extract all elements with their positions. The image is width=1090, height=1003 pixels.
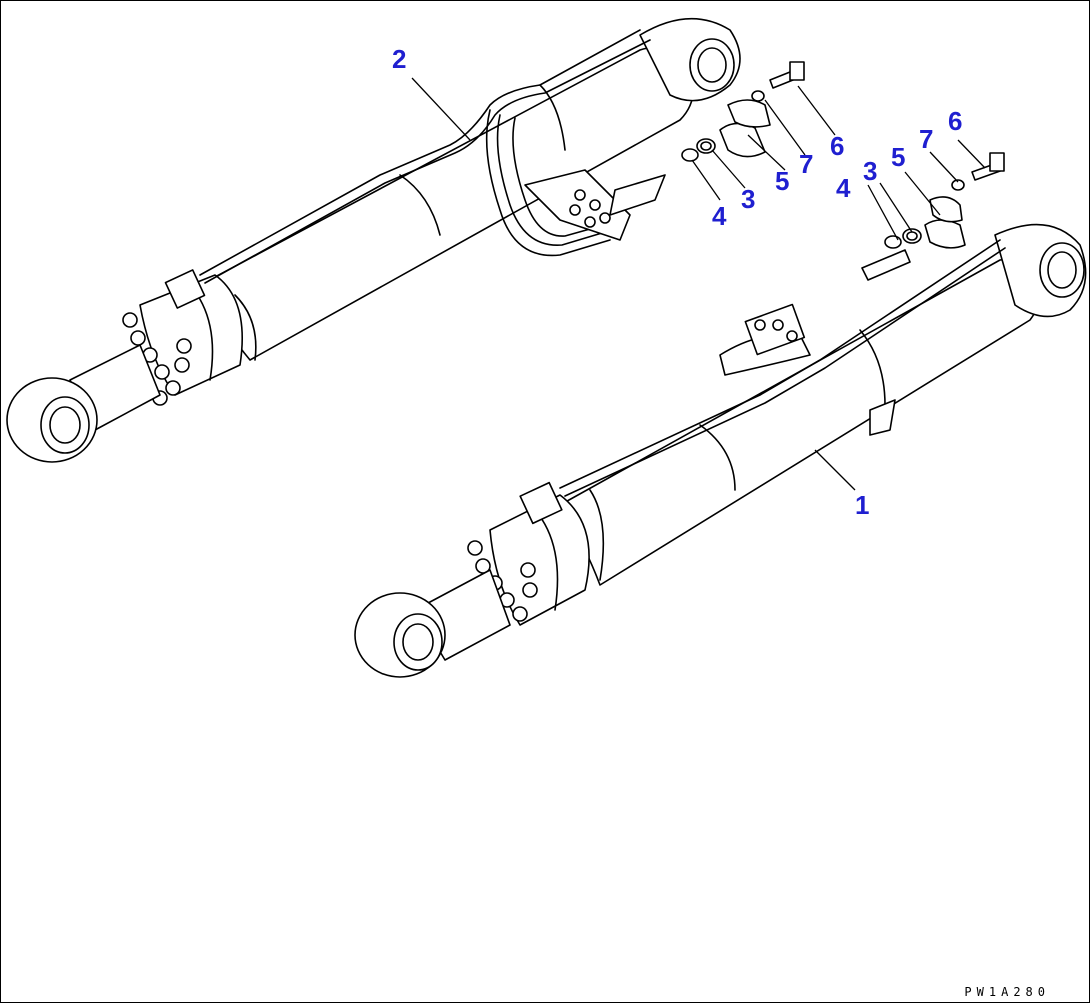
callout-7-right: 7: [919, 124, 934, 154]
callout-6-left: 6: [830, 131, 845, 161]
callout-5-left: 5: [775, 166, 790, 196]
drawing-code: PW1A280: [964, 985, 1050, 999]
callout-6-right: 6: [948, 106, 963, 136]
callout-2: 2: [392, 44, 407, 74]
lower-cylinder: [354, 223, 1087, 678]
callout-5-right: 5: [891, 142, 906, 172]
callout-3-left: 3: [741, 184, 756, 214]
callout-4-left: 4: [712, 201, 727, 231]
callout-7-left: 7: [799, 149, 814, 179]
fittings-left: [681, 61, 805, 162]
callout-4-right: 4: [836, 173, 851, 203]
callout-3-right: 3: [863, 156, 878, 186]
leader-lines: [411, 77, 986, 491]
callout-1: 1: [855, 490, 870, 520]
upper-cylinder: [6, 17, 741, 463]
fittings-right: [861, 152, 1005, 281]
